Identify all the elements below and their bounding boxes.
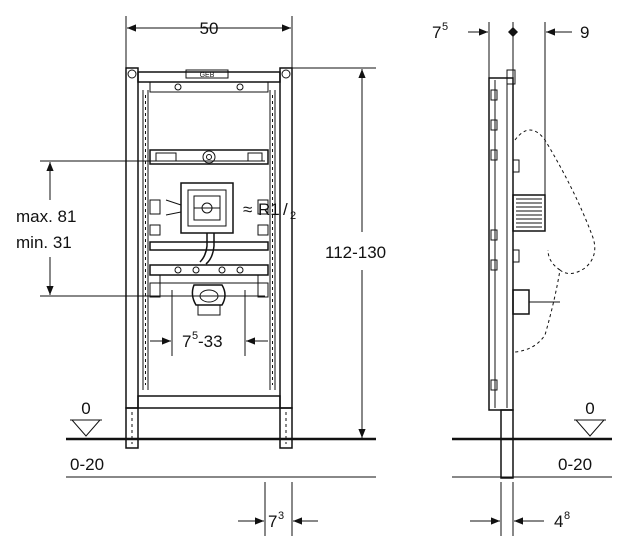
side-frame-profile	[488, 69, 560, 479]
front-floor-level-marker: 0 0-20	[70, 399, 104, 474]
front-floor-level-label: 0	[81, 399, 90, 418]
svg-text:/: /	[283, 200, 288, 219]
foot-offset-dimension: 7 3	[238, 482, 318, 536]
drain-offset-dimension: 7 5 -33	[150, 290, 268, 356]
foot-offset-main: 7	[268, 512, 277, 531]
width-label: 50	[200, 19, 219, 38]
side-floor-range-label: 0-20	[558, 455, 592, 474]
connection-symbol: ≈	[243, 200, 252, 219]
frame-badge: GEB	[200, 72, 215, 79]
side-left-dim-sup: 5	[442, 21, 448, 33]
side-top-dimensions: 7 5 9	[432, 21, 589, 200]
max-label: max. 81	[16, 207, 76, 226]
side-left-dim-main: 7	[432, 23, 441, 42]
height-dimension: 112-130	[292, 67, 386, 438]
front-floor-lines	[66, 437, 376, 478]
front-floor-range-label: 0-20	[70, 455, 104, 474]
height-label: 112-130	[325, 243, 386, 262]
drain-offset-rest: -33	[198, 332, 223, 351]
drain-offset-sup: 5	[192, 330, 198, 342]
connection-label: ≈ R1 / 2	[243, 200, 296, 222]
side-right-dim: 9	[580, 23, 589, 42]
urinal-outline	[514, 129, 596, 353]
height-range-dimension: max. 81 min. 31	[16, 160, 265, 297]
width-dimension: 50	[125, 16, 293, 72]
front-view: 50 GEB	[16, 16, 386, 536]
side-floor-level-label: 0	[585, 399, 594, 418]
side-floor-lines	[452, 437, 612, 478]
side-bottom-dim-main: 4	[554, 512, 563, 531]
side-bottom-dim-sup: 8	[564, 510, 570, 522]
connection-denominator: 2	[290, 210, 296, 222]
side-floor-level-marker: 0 0-20	[558, 399, 606, 474]
min-label: min. 31	[16, 233, 72, 252]
foot-offset-sup: 3	[278, 510, 284, 522]
connection-main: R1	[258, 200, 280, 219]
side-bottom-dimension: 4 8	[470, 482, 570, 536]
installation-frame: GEB	[125, 67, 293, 449]
side-view: 7 5 9	[432, 21, 612, 536]
drain-offset-main: 7	[182, 332, 191, 351]
